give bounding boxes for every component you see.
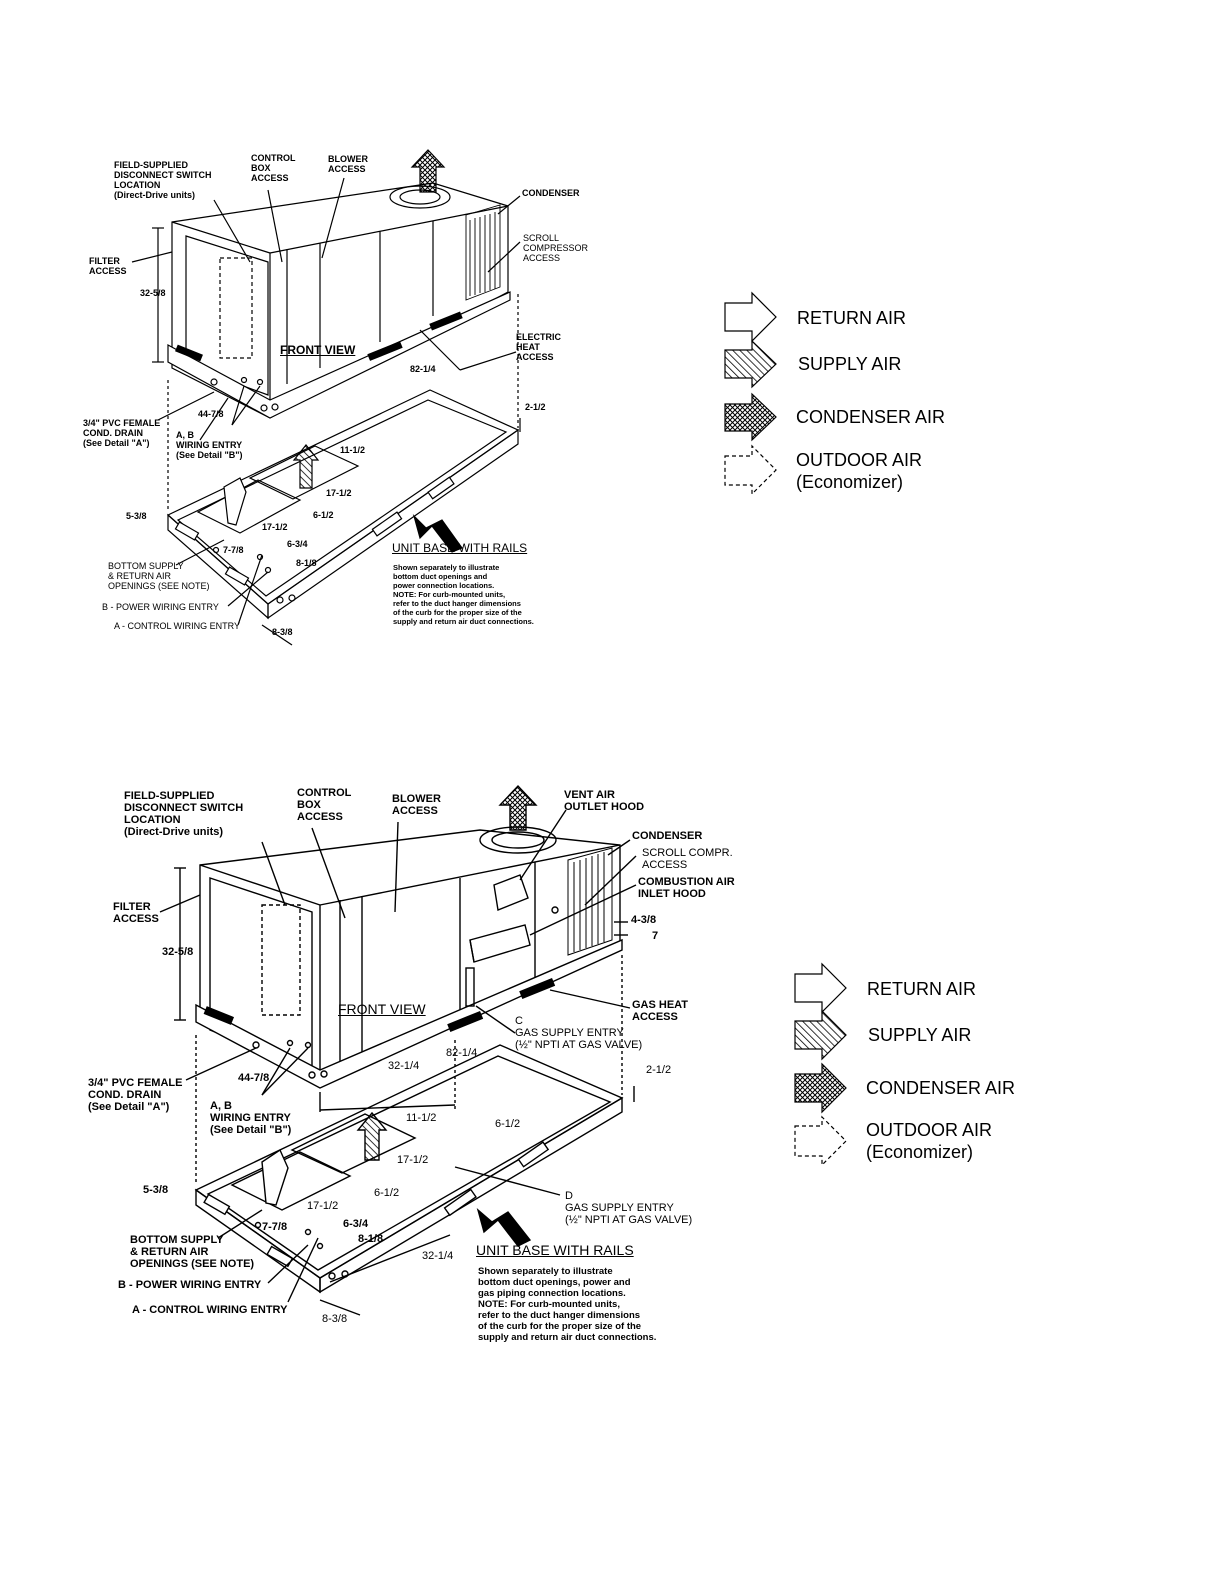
fig1-unit-base-label: UNIT BASE WITH RAILS xyxy=(392,541,528,555)
fig1-drawing xyxy=(131,149,521,646)
fig2-wiring-entry-label: A, B WIRING ENTRY (See Detail "B") xyxy=(210,1100,292,1136)
fig2-condenser-label: CONDENSER xyxy=(632,830,703,842)
fig1-bottom-openings-label: BOTTOM SUPPLY & RETURN AIR OPENINGS (SEE… xyxy=(108,561,210,591)
fig1-dim-6-1-2: 6-1/2 xyxy=(313,510,334,520)
fig1-control-entry-label: A - CONTROL WIRING ENTRY xyxy=(114,621,241,631)
fig2-filter-label: FILTER ACCESS xyxy=(113,901,159,925)
fig1-condenser-label: CONDENSER xyxy=(522,188,580,198)
fig2-scroll-label: SCROLL COMPR. ACCESS xyxy=(642,847,733,871)
fig1-pvc-drain-label: 3/4" PVC FEMALE COND. DRAIN (See Detail … xyxy=(83,418,161,448)
return-air-arrow-icon xyxy=(724,291,777,343)
fig2-dim-6-1-2b: 6-1/2 xyxy=(374,1187,400,1199)
legend-2-condenser-air: CONDENSER AIR xyxy=(866,1078,1016,1098)
fig2-gas-heat-label: GAS HEAT ACCESS xyxy=(632,999,689,1023)
fig2-front-view-label: FRONT VIEW xyxy=(338,1001,426,1017)
condenser-air-arrow-icon xyxy=(794,1062,847,1114)
fig1-control-box-label: CONTROL BOX ACCESS xyxy=(251,153,296,183)
outdoor-air-arrow-icon xyxy=(794,1115,847,1167)
fig2-field-disconnect-label: FIELD-SUPPLIED DISCONNECT SWITCH LOCATIO… xyxy=(124,790,244,838)
legend-1-supply-air: SUPPLY AIR xyxy=(798,354,902,374)
return-air-arrow-icon xyxy=(794,962,847,1014)
fig2-dim-8-3-8: 8-3/8 xyxy=(322,1313,348,1325)
outdoor-air-arrow-icon xyxy=(724,444,777,496)
fig2-dim-6-1-2a: 6-1/2 xyxy=(495,1118,521,1130)
fig1-front-view-label: FRONT VIEW xyxy=(280,343,356,357)
fig2-dim-4-3-8: 4-3/8 xyxy=(631,914,657,926)
fig2-unit-base-label: UNIT BASE WITH RAILS xyxy=(476,1242,634,1258)
fig1-dim-32-5-8: 32-5/8 xyxy=(140,288,166,298)
fig1-dim-2-1-2: 2-1/2 xyxy=(525,402,546,412)
fig1-filter-label: FILTER ACCESS xyxy=(89,256,127,276)
fig2-dim-7: 7 xyxy=(652,930,659,942)
fig1-blower-label: BLOWER ACCESS xyxy=(328,154,368,174)
fig1-dim-17-1-2a: 17-1/2 xyxy=(326,488,352,498)
fig2-dim-6-3-4: 6-3/4 xyxy=(343,1218,369,1230)
fig2-base-note: Shown separately to illustrate bottom du… xyxy=(478,1266,657,1343)
fig2-control-entry-label: A - CONTROL WIRING ENTRY xyxy=(132,1304,288,1316)
fig1-field-disconnect-label: FIELD-SUPPLIED DISCONNECT SWITCH LOCATIO… xyxy=(114,160,212,200)
fig2-dim-32-1-4a: 32-1/4 xyxy=(388,1060,420,1072)
fig1-dim-7-7-8: 7-7/8 xyxy=(223,545,244,555)
fig1-dim-17-1-2b: 17-1/2 xyxy=(262,522,288,532)
fig1-wiring-entry-label: A, B WIRING ENTRY (See Detail "B") xyxy=(176,430,243,460)
fig2-dim-2-1-2: 2-1/2 xyxy=(646,1064,672,1076)
fig1-dim-8-3-8: 8-3/8 xyxy=(272,627,293,637)
fig2-gas-d-label: D GAS SUPPLY ENTRY (½" NPTI AT GAS VALVE… xyxy=(565,1190,693,1226)
fig1-base-note: Shown separately to illustrate bottom du… xyxy=(393,563,534,626)
supply-air-arrow-icon xyxy=(724,339,777,389)
fig2-dim-8-1-8: 8-1/8 xyxy=(358,1233,384,1245)
fig2-dim-32-1-4b: 32-1/4 xyxy=(422,1250,454,1262)
fig1-dim-5-3-8: 5-3/8 xyxy=(126,511,147,521)
legend-1-economizer: (Economizer) xyxy=(796,472,904,492)
condenser-air-arrow-icon xyxy=(724,392,777,442)
fig2-vent-hood-label: VENT AIR OUTLET HOOD xyxy=(564,789,645,813)
fig1-electric-heat-label: ELECTRIC HEAT ACCESS xyxy=(516,332,561,362)
fig2-dim-11-1-2: 11-1/2 xyxy=(406,1112,437,1124)
fig1-dim-6-3-4: 6-3/4 xyxy=(287,539,308,549)
fig2-dim-32-5-8: 32-5/8 xyxy=(162,946,194,958)
fig2-control-box-label: CONTROL BOX ACCESS xyxy=(297,787,352,823)
fig2-gas-c-label: C GAS SUPPLY ENTRY (½" NPTI AT GAS VALVE… xyxy=(515,1015,643,1051)
fig2-bottom-openings-label: BOTTOM SUPPLY & RETURN AIR OPENINGS (SEE… xyxy=(130,1234,255,1270)
fig2-blower-label: BLOWER ACCESS xyxy=(392,793,441,817)
fig2-dim-7-7-8: 7-7/8 xyxy=(262,1221,288,1233)
fig1-dim-11-1-2: 11-1/2 xyxy=(340,445,366,455)
legend-2-supply-air: SUPPLY AIR xyxy=(868,1025,972,1045)
fig2-pvc-drain-label: 3/4" PVC FEMALE COND. DRAIN (See Detail … xyxy=(88,1077,183,1113)
fig1-dim-82-1-4: 82-1/4 xyxy=(410,364,436,374)
legend-1-symbols xyxy=(724,291,777,496)
fig2-combustion-label: COMBUSTION AIR INLET HOOD xyxy=(638,876,735,900)
fig1-dim-8-1-8: 8-1/8 xyxy=(296,558,317,568)
legend-2-outdoor-air: OUTDOOR AIR xyxy=(866,1120,993,1140)
legend-1-outdoor-air: OUTDOOR AIR xyxy=(796,450,923,470)
fig2-dim-82-1-4: 82-1/4 xyxy=(446,1047,478,1059)
legend-1-return-air: RETURN AIR xyxy=(797,308,907,328)
legend-1-condenser-air: CONDENSER AIR xyxy=(796,407,946,427)
supply-air-arrow-icon xyxy=(794,1009,847,1061)
fig2-dim-17-1-2b: 17-1/2 xyxy=(307,1200,339,1212)
legend-2-economizer: (Economizer) xyxy=(866,1142,974,1162)
fig2-dim-17-1-2a: 17-1/2 xyxy=(397,1154,429,1166)
legend-2-return-air: RETURN AIR xyxy=(867,979,977,999)
fig2-dim-44-7-8: 44-7/8 xyxy=(238,1072,270,1084)
fig1-scroll-label: SCROLL COMPRESSOR ACCESS xyxy=(523,233,589,263)
fig1-power-entry-label: B - POWER WIRING ENTRY xyxy=(102,602,219,612)
fig2-dim-5-3-8: 5-3/8 xyxy=(143,1184,169,1196)
fig2-power-entry-label: B - POWER WIRING ENTRY xyxy=(118,1279,262,1291)
fig1-dim-44-7-8: 44-7/8 xyxy=(198,409,224,419)
